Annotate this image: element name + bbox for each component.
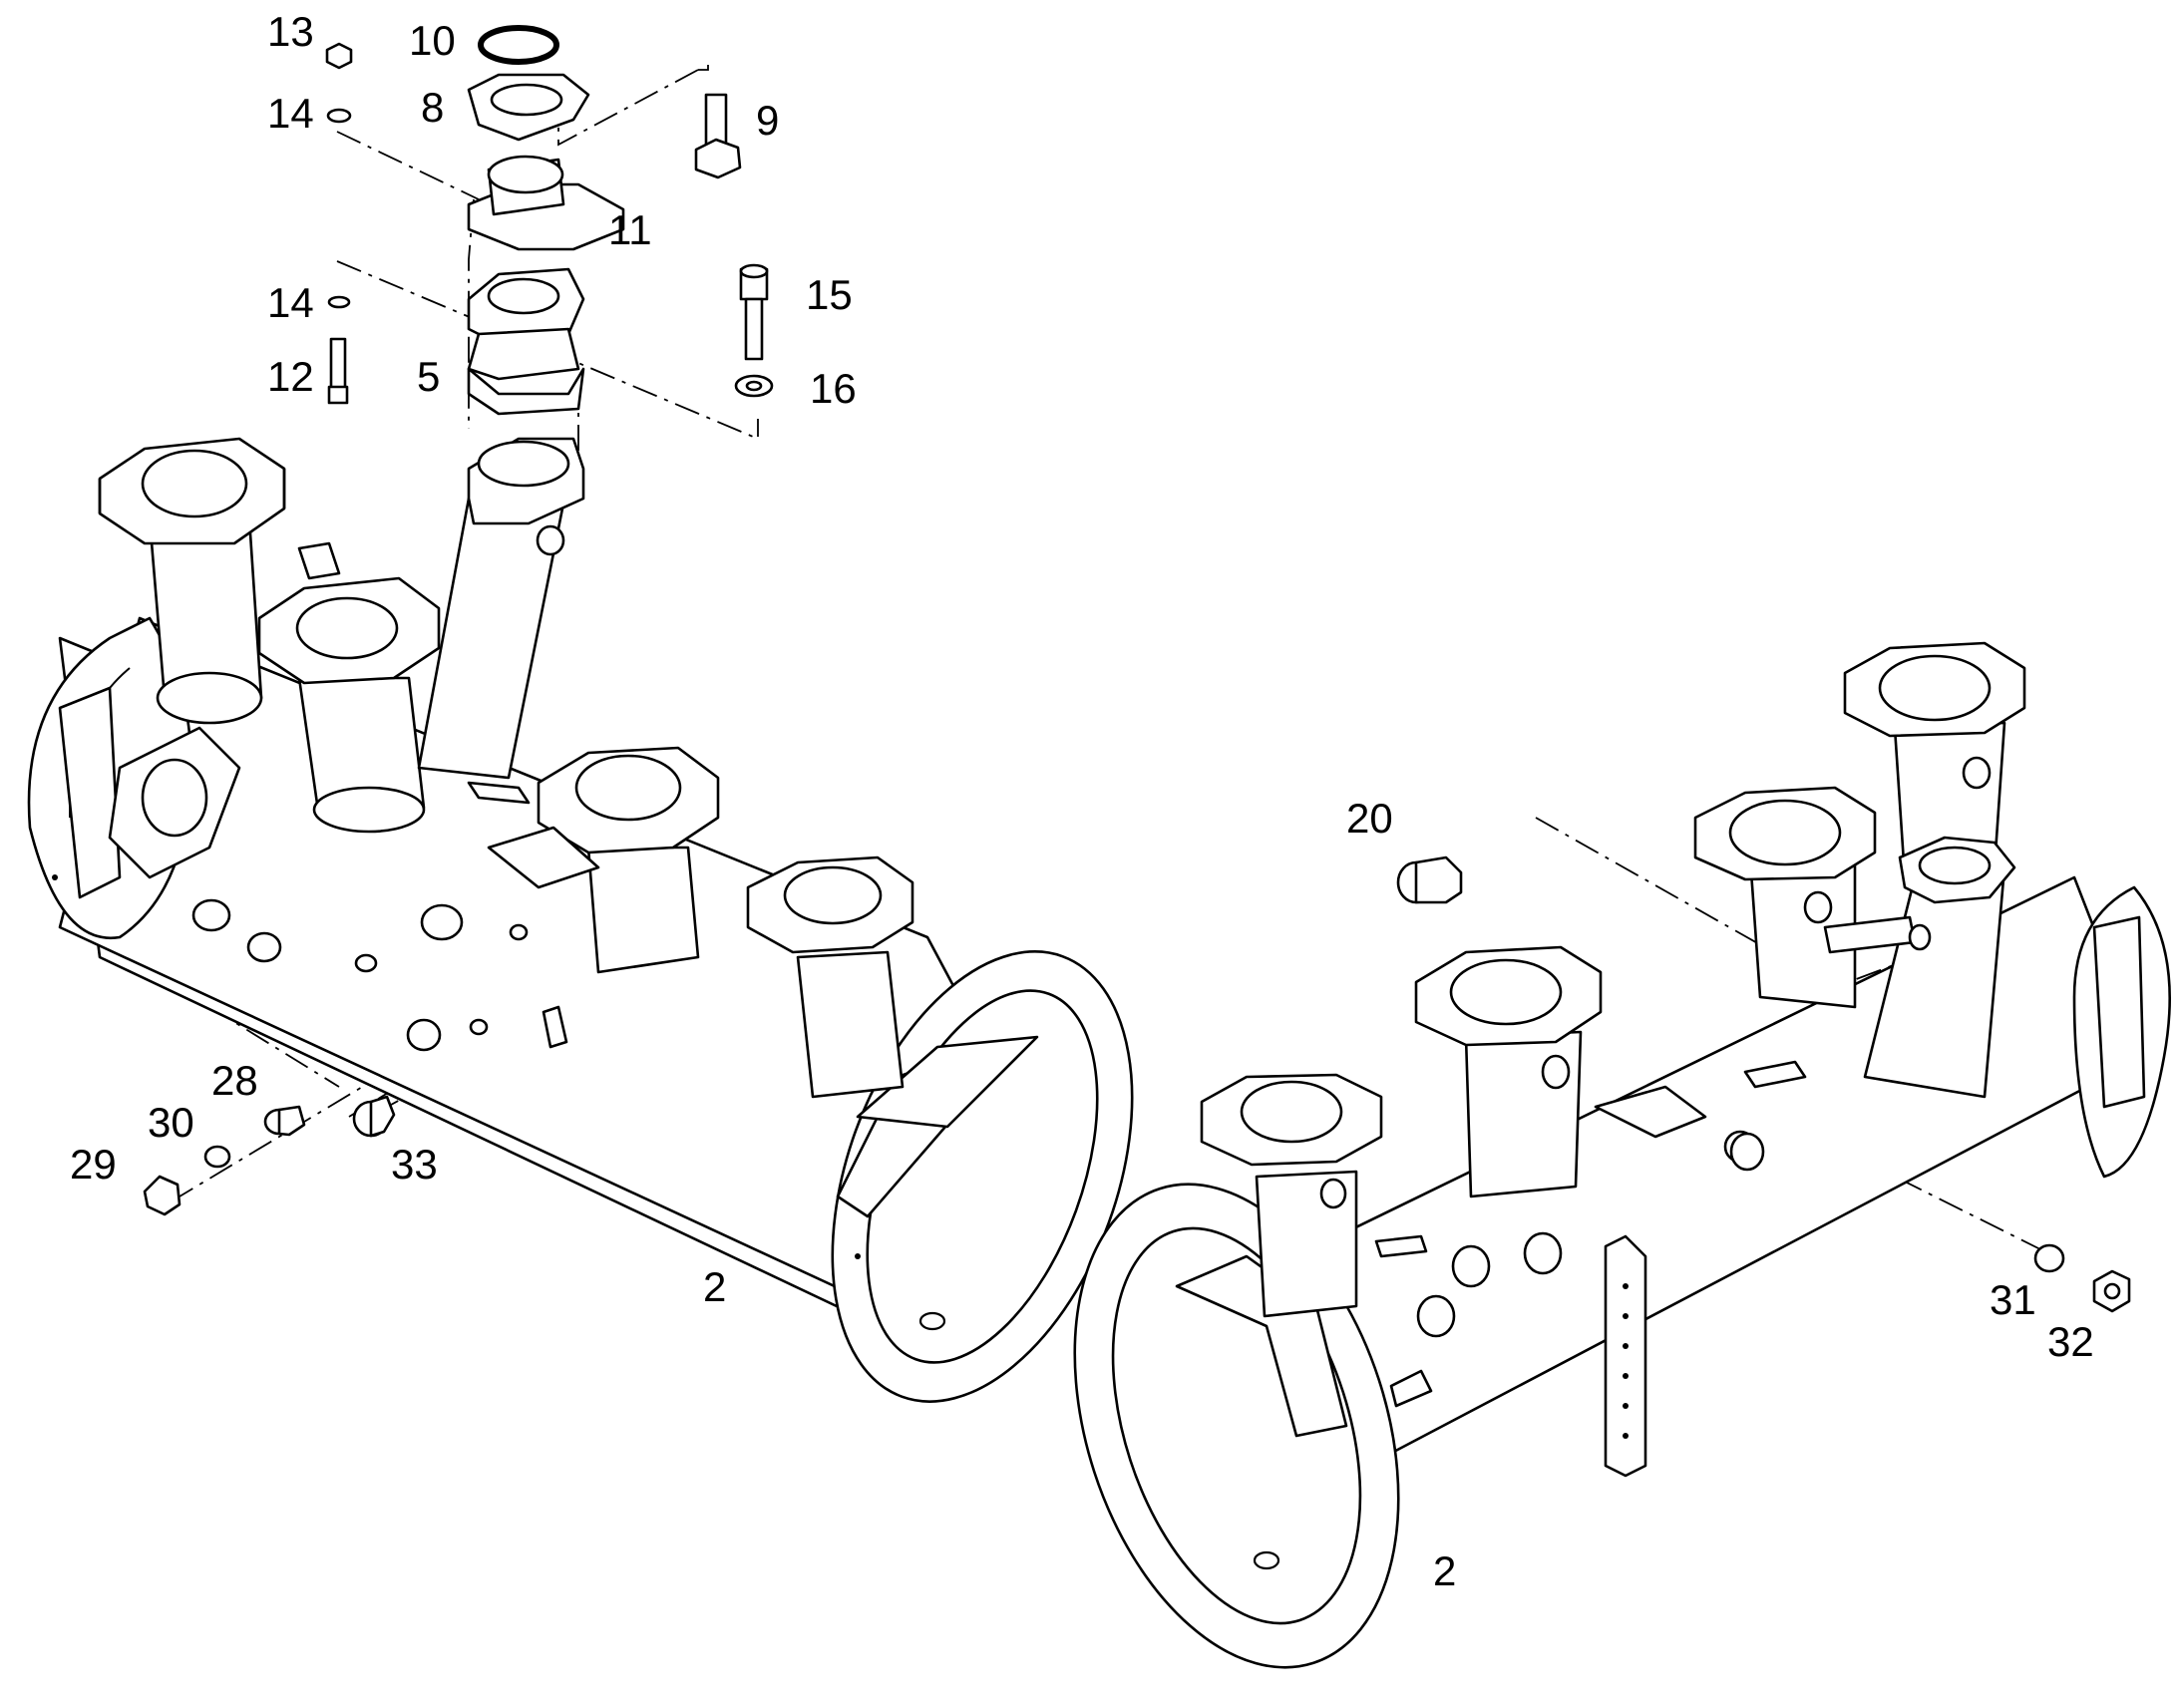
loose-parts (143, 855, 2131, 1313)
callout-29: 29 (70, 1141, 117, 1188)
right-manifold (1073, 641, 2172, 1669)
bolt-12 (327, 337, 349, 405)
cap-31 (2033, 1243, 2065, 1273)
callout-labels: 13 10 14 8 9 11 14 15 12 5 16 20 28 30 2… (70, 8, 2094, 1594)
lifting-strap (1604, 1234, 1647, 1478)
left-manifold (27, 437, 1134, 1403)
callout-5: 5 (417, 353, 440, 400)
callout-16: 16 (810, 365, 857, 412)
right-pipe-b (1414, 945, 1603, 1198)
callout-28: 28 (211, 1057, 258, 1104)
spigot-11 (467, 155, 625, 251)
coupling-5 (467, 267, 585, 416)
callout-12: 12 (267, 353, 314, 400)
nut-29 (143, 1175, 182, 1216)
callout-13: 13 (267, 8, 314, 55)
callout-10: 10 (409, 17, 456, 64)
left-pipe-5 (746, 855, 914, 1099)
callout-20: 20 (1346, 795, 1393, 842)
callout-33: 33 (391, 1141, 438, 1188)
left-pipe-4 (537, 746, 720, 974)
callout-11: 11 (608, 206, 652, 253)
left-pipe-3 (417, 437, 585, 780)
callout-9: 9 (756, 97, 779, 144)
callout-14b: 14 (267, 279, 314, 326)
callout-14a: 14 (267, 90, 314, 137)
cap-screw-15 (739, 263, 769, 361)
plug-left-1 (191, 898, 231, 932)
callout-31: 31 (1990, 1276, 2036, 1323)
callout-30: 30 (148, 1099, 194, 1146)
right-pipe-e (1823, 836, 2016, 1099)
washer-14a (326, 108, 352, 124)
exploded-components (325, 25, 774, 416)
plug-20 (1396, 855, 1463, 904)
callout-15: 15 (806, 271, 853, 318)
washer-14b (327, 295, 351, 309)
callout-2b: 2 (1433, 1547, 1456, 1594)
left-pipe-2 (257, 576, 441, 834)
o-ring-10 (478, 25, 559, 65)
left-pipe-1 (98, 437, 286, 725)
right-pipe-d (1843, 641, 2026, 879)
callout-32: 32 (2047, 1318, 2094, 1365)
bolt-9 (694, 93, 742, 179)
fitting-30 (203, 1145, 231, 1169)
callout-8: 8 (421, 84, 444, 131)
right-pipe-a (1200, 1073, 1383, 1318)
left-manifold-end-flange-right (831, 950, 1134, 1403)
fitting-28 (263, 1105, 306, 1137)
right-pipe-c (1693, 786, 1877, 1009)
bracket-plate (487, 826, 600, 889)
plug-33 (352, 1095, 396, 1138)
callout-2a: 2 (703, 1263, 726, 1310)
nut-13 (325, 42, 353, 70)
